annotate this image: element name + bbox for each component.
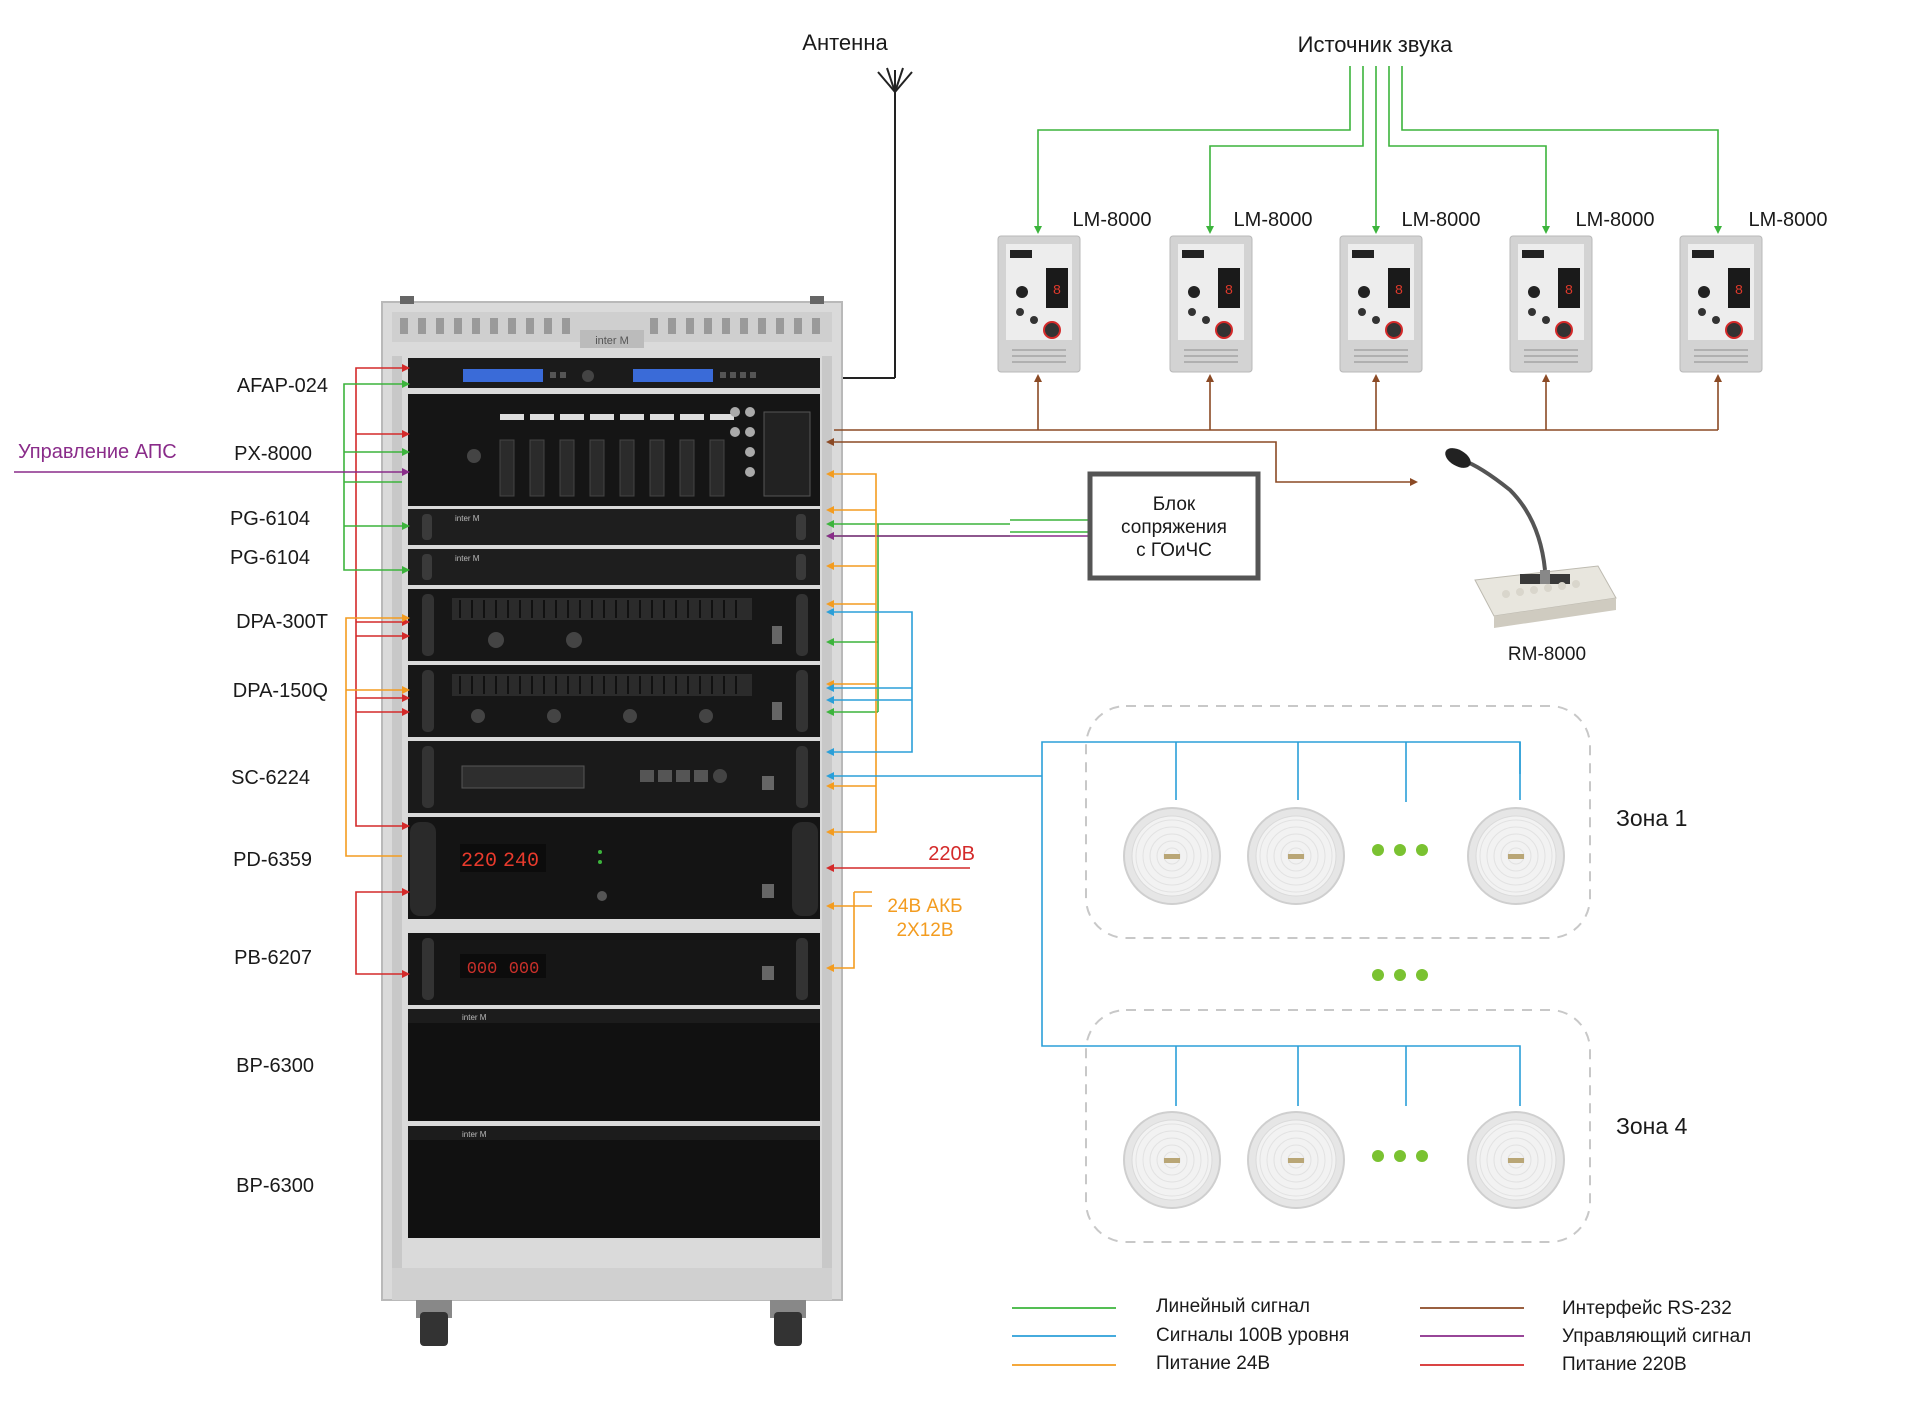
rack-label-px-8000: PX-8000 [234, 443, 312, 465]
ceiling-speaker-2 [1247, 807, 1345, 905]
wires-24v [345, 473, 877, 969]
ceiling-speaker-6 [1467, 1111, 1565, 1209]
zone-4 [1085, 1009, 1591, 1243]
legend-label-control: Управляющий сигнал [1562, 1326, 1751, 1347]
lm-label-4: LM-8000 [1576, 209, 1655, 231]
rack-label-pg-6104-2: PG-6104 [230, 547, 310, 569]
pb-display-2: 000 [509, 960, 540, 979]
rack-label-pg-6104-1: PG-6104 [230, 508, 310, 530]
arrows-sound-source [1034, 226, 1722, 234]
svg-text:8: 8 [1053, 283, 1061, 299]
lm-label-1: LM-8000 [1073, 209, 1152, 231]
pg-6104-unit-2: inter M [408, 549, 820, 585]
ceiling-speaker-3 [1467, 807, 1565, 905]
pg-6104-unit-1: inter M [408, 509, 820, 545]
wires-sound-source [1037, 66, 1719, 226]
battery-label-line1: 24В АКБ [887, 896, 962, 917]
px-8000-unit [408, 394, 820, 506]
bp-6300-unit-1: inter M [408, 1009, 820, 1121]
rack-label-pb-6207: PB-6207 [234, 947, 312, 969]
svg-text:inter M: inter M [455, 554, 480, 563]
aps-control-label: Управление АПС [18, 441, 177, 463]
legend-label-24v: Питание 24В [1156, 1353, 1270, 1374]
zone-4-label: Зона 4 [1616, 1113, 1688, 1139]
afap-024-unit [408, 358, 820, 388]
ellipsis-zone-1 [1372, 844, 1428, 856]
lm-8000-panel-5: 8 [1679, 235, 1763, 373]
svg-text:inter M: inter M [595, 335, 629, 347]
ceiling-speaker-1 [1123, 807, 1221, 905]
svg-text:8: 8 [1395, 283, 1403, 299]
wires-100v [834, 611, 1521, 1106]
legend-label-line: Линейный сигнал [1156, 1296, 1310, 1317]
zone-1-label: Зона 1 [1616, 805, 1687, 831]
lm-8000-panel-1: 8 [997, 235, 1081, 373]
arrows-100v [826, 608, 834, 780]
lm-label-2: LM-8000 [1234, 209, 1313, 231]
gochs-interface-block: Блок сопряжения с ГОиЧС [1087, 471, 1261, 581]
pd-display-1: 220 [461, 850, 497, 873]
ceiling-speaker-4 [1123, 1111, 1221, 1209]
rack-label-bp-6300-1: BP-6300 [236, 1055, 314, 1077]
legend-label-100v: Сигналы 100В уровня [1156, 1325, 1349, 1346]
lm-8000-panel-3: 8 [1339, 235, 1423, 373]
pb-6207-unit: 000 000 [408, 933, 820, 1005]
lm-8000-panel-2: 8 [1169, 235, 1253, 373]
legend-label-220v: Питание 220В [1562, 1354, 1687, 1375]
lm-label-3: LM-8000 [1402, 209, 1481, 231]
svg-text:Блок: Блок [1153, 494, 1196, 515]
lm-8000-panel-4: 8 [1509, 235, 1593, 373]
antenna-icon [816, 67, 913, 379]
rack-label-bp-6300-2: BP-6300 [236, 1175, 314, 1197]
svg-text:8: 8 [1735, 283, 1743, 299]
ellipsis-between-zones [1372, 969, 1428, 981]
rack-label-pd-6359: PD-6359 [233, 849, 312, 871]
dpa-300t-unit [408, 589, 820, 661]
wires-rs232 [834, 382, 1719, 483]
sc-6224-unit [408, 741, 820, 813]
ellipsis-zone-4 [1372, 1150, 1428, 1162]
pd-6359-unit: 220 240 [408, 817, 820, 919]
antenna-title: Антенна [802, 30, 888, 55]
rack-label-dpa-300t: DPA-300T [236, 611, 328, 633]
rack-label-sc-6224: SC-6224 [231, 767, 310, 789]
arrows-rs232 [826, 374, 1722, 486]
zone-1 [1085, 705, 1591, 939]
dpa-150q-unit [408, 665, 820, 737]
svg-text:inter M: inter M [455, 514, 480, 523]
pd-display-2: 240 [503, 850, 539, 873]
rm-8000-microphone-icon [1445, 448, 1617, 628]
battery-label-line2: 2Х12В [896, 920, 953, 941]
svg-text:inter M: inter M [462, 1130, 487, 1139]
svg-text:с ГОиЧС: с ГОиЧС [1136, 540, 1212, 561]
lm-label-5: LM-8000 [1749, 209, 1828, 231]
arrows-control-signal [402, 468, 834, 540]
sound-source-title: Источник звука [1298, 32, 1453, 57]
legend: Линейный сигнал Сигналы 100В уровня Пита… [1012, 1296, 1751, 1375]
svg-text:8: 8 [1565, 283, 1573, 299]
wires-220v [355, 367, 970, 975]
bp-6300-unit-2: inter M [408, 1126, 820, 1238]
ceiling-speakers [1123, 807, 1565, 1209]
pb-display-1: 000 [467, 960, 498, 979]
power-220-label: 220В [928, 843, 975, 865]
rack-label-dpa-150q: DPA-150Q [233, 680, 328, 702]
lm-8000-panels: 8 8 8 8 8 [997, 235, 1763, 373]
svg-text:сопряжения: сопряжения [1121, 517, 1227, 538]
rack-label-afap-024: AFAP-024 [237, 375, 328, 397]
svg-text:inter M: inter M [462, 1013, 487, 1022]
rm-8000-label: RM-8000 [1508, 644, 1586, 665]
legend-label-rs232: Интерфейс RS-232 [1562, 1298, 1732, 1319]
ceiling-speaker-5 [1247, 1111, 1345, 1209]
svg-text:8: 8 [1225, 283, 1233, 299]
